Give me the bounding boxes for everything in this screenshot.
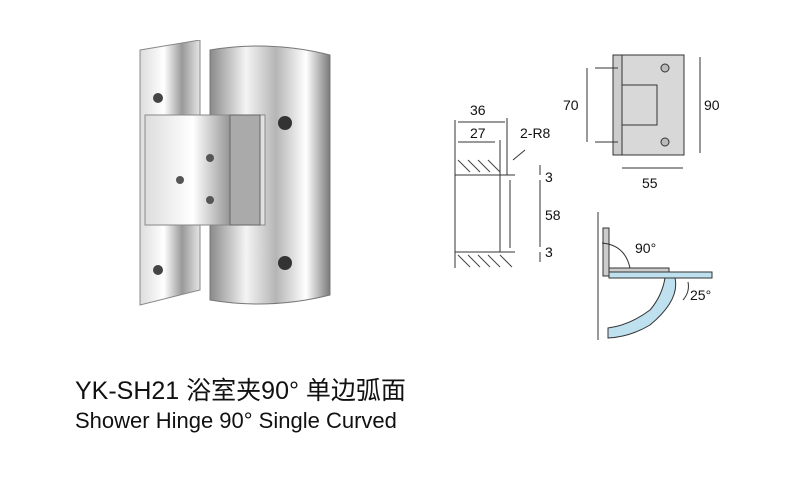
dim-55: 55 (642, 175, 658, 191)
dim-r8: 2-R8 (520, 125, 551, 141)
dim-70: 70 (563, 97, 579, 113)
dim-gap-bottom: 3 (545, 244, 553, 260)
product-title: YK-SH21 浴室夹90° 单边弧面 (75, 371, 406, 407)
dim-36: 36 (470, 102, 486, 118)
product-name-cn: 浴室夹90° 单边弧面 (186, 377, 406, 405)
dim-27: 27 (470, 125, 486, 141)
front-view-drawing (586, 54, 701, 169)
dim-58: 58 (545, 207, 561, 223)
dim-90: 90 (704, 97, 720, 113)
hinge-product-photo (139, 40, 331, 306)
angle-25: 25° (690, 287, 711, 303)
model-number: YK-SH21 (75, 377, 180, 405)
dim-gap-top: 3 (545, 169, 553, 185)
product-name-en: Shower Hinge 90° Single Curved (75, 408, 397, 433)
glass-notch-drawing (454, 118, 541, 268)
angle-90: 90° (635, 240, 656, 256)
top-view-drawing (597, 212, 713, 340)
